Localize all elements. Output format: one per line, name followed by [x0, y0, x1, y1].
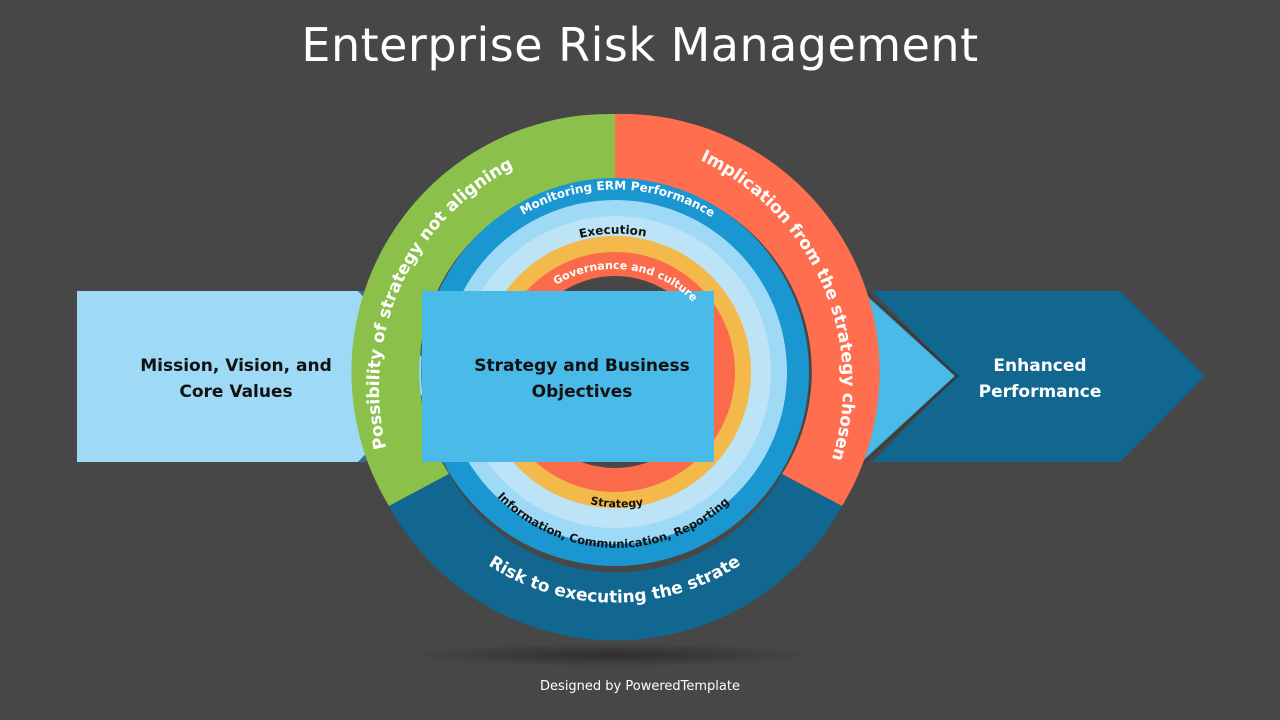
connector-chevron [422, 352, 441, 400]
credit-text: Designed by PoweredTemplate [540, 679, 740, 694]
mission-text-line2: Core Values [179, 382, 292, 402]
performance-text-line1: Enhanced [993, 356, 1086, 376]
performance-text-line2: Performance [979, 382, 1102, 402]
page-title: Enterprise Risk Management [301, 18, 979, 72]
ring-label-execution: Execution [578, 223, 648, 241]
strategy-text-line1: Strategy and Business [474, 356, 690, 376]
outer-ring-orange [615, 113, 880, 507]
ring-label-strategy: Strategy [589, 494, 644, 510]
outer-ring-dark-blue [389, 474, 842, 641]
mission-text-line1: Mission, Vision, and [140, 356, 332, 376]
mission-box [77, 291, 440, 462]
floor-shadow [407, 643, 817, 667]
performance-arrow-edge [861, 289, 960, 464]
performance-arrow [872, 291, 1205, 462]
outer-ring-green [351, 113, 615, 506]
strategy-text-line2: Objectives [532, 382, 633, 402]
strategy-box [422, 291, 714, 462]
